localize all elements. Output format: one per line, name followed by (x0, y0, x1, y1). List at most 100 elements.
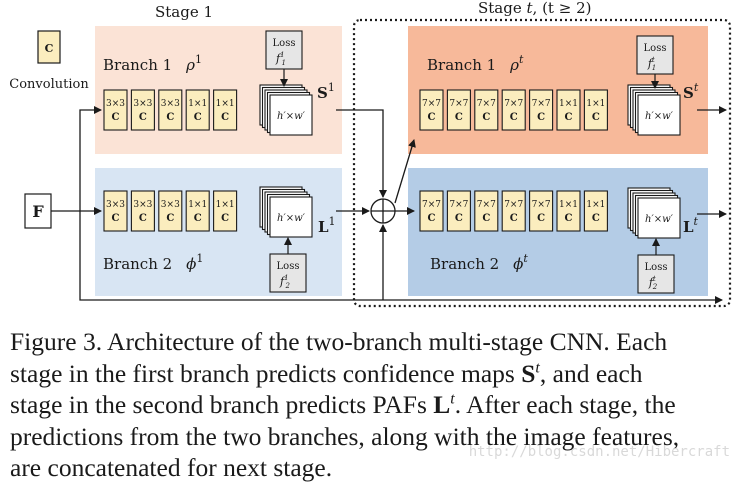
conv-kernel-label: 7×7 (477, 99, 496, 109)
staget-paf-stack: h′×w′ (627, 187, 681, 239)
stage1-branch2-conv-block: 1×1C (213, 190, 238, 232)
conv-kernel-label: 1×1 (216, 99, 235, 109)
map-size-label: h′×w′ (645, 214, 674, 225)
conv-kernel-label: 3×3 (161, 99, 180, 109)
stage1-branch1-conv-block: 3×3C (158, 89, 183, 131)
conv-letter: C (428, 112, 436, 123)
stage1-branch1-conv-block: 3×3C (103, 89, 128, 131)
staget-branch2-conv-block: 7×7C (419, 190, 444, 232)
conv-kernel-label: 3×3 (133, 200, 152, 210)
conv-letter: C (510, 213, 518, 224)
conv-letter: C (194, 112, 202, 123)
staget-branch2-conv-block: 7×7C (446, 190, 471, 232)
concat-node (370, 198, 396, 224)
stage1-output-s: S1 (317, 81, 335, 102)
legend-label: Convolution (9, 77, 89, 92)
stage1-branch2-conv-blocks: 3×3C3×3C3×3C1×1C1×1C (103, 190, 238, 232)
conv-kernel-label: 7×7 (504, 99, 523, 109)
map-size-label: h′×w′ (277, 213, 306, 224)
conv-letter: C (139, 112, 147, 123)
map-size-label: h′×w′ (277, 111, 306, 122)
input-features-label: F (32, 202, 44, 221)
staget-branch1-conv-block: 1×1C (583, 89, 608, 131)
staget-confidence-map-stack: h′×w′ (627, 84, 681, 136)
conv-letter: C (592, 112, 600, 123)
conv-letter: C (455, 213, 463, 224)
caption-line-2: stage in the first branch predicts confi… (10, 358, 643, 388)
conv-kernel-label: 7×7 (422, 200, 441, 210)
conv-kernel-label: 7×7 (449, 200, 468, 210)
staget-branch1-conv-block: 7×7C (446, 89, 471, 131)
legend-convolution: C Convolution (9, 30, 89, 92)
stage1-branch2-conv-block: 3×3C (103, 190, 128, 232)
caption-line-5: are concatenated for next stage. (10, 453, 333, 482)
caption-line-1: Figure 3. Architecture of the two-branch… (10, 327, 668, 356)
legend-swatch (37, 30, 61, 64)
staget-branch2-conv-block: 7×7C (501, 190, 526, 232)
loss-label: Loss (645, 262, 668, 273)
stage1-branch1-conv-block: 1×1C (185, 89, 210, 131)
conv-kernel-label: 1×1 (216, 200, 235, 210)
conv-letter: C (510, 112, 518, 123)
conv-kernel-label: 7×7 (422, 99, 441, 109)
stage1-confidence-map-stack: h′×w′ (259, 84, 313, 136)
stage1-branch1-conv-block: 1×1C (213, 89, 238, 131)
staget-branch2-conv-block: 7×7C (474, 190, 499, 232)
conv-kernel-label: 7×7 (477, 200, 496, 210)
loss-label: Loss (277, 261, 300, 272)
conv-kernel-label: 1×1 (586, 200, 605, 210)
legend-letter: C (45, 42, 54, 55)
conv-letter: C (537, 112, 545, 123)
staget-branch1-conv-block: 7×7C (474, 89, 499, 131)
conv-kernel-label: 1×1 (188, 200, 207, 210)
architecture-diagram: Stage 1 Stage t, (t ≥ 2) C Convolution F… (9, 0, 732, 308)
staget-branch2-conv-block: 1×1C (583, 190, 608, 232)
conv-kernel-label: 1×1 (188, 99, 207, 109)
stage1-output-l: L1 (318, 215, 336, 236)
stage1-paf-layer (269, 196, 313, 238)
stage1-branch2-conv-block: 1×1C (185, 190, 210, 232)
conv-letter: C (482, 112, 490, 123)
conv-letter: C (455, 112, 463, 123)
watermark: http://blog.csdn.net/Hibercraft (468, 444, 730, 460)
conv-letter: C (139, 213, 147, 224)
staget-branch1-conv-block: 1×1C (556, 89, 581, 131)
stage1-confidence-map-layer (269, 94, 313, 136)
staget-branch1-conv-blocks: 7×7C7×7C7×7C7×7C7×7C1×1C1×1C (419, 89, 608, 131)
stage1-paf-stack: h′×w′ (259, 186, 313, 238)
conv-kernel-label: 1×1 (586, 99, 605, 109)
stage1-branch2-conv-block: 3×3C (158, 190, 183, 232)
staget-output-s: St (683, 81, 699, 102)
conv-kernel-label: 1×1 (559, 200, 578, 210)
stage1-title: Stage 1 (155, 3, 213, 21)
conv-letter: C (166, 112, 174, 123)
conv-letter: C (565, 112, 573, 123)
stage1-branch2-conv-block: 3×3C (130, 190, 155, 232)
stage1-branch1-conv-blocks: 3×3C3×3C3×3C1×1C1×1C (103, 89, 238, 131)
conv-letter: C (221, 112, 229, 123)
staget-paf-layer (637, 197, 681, 239)
staget-branch1-conv-block: 7×7C (501, 89, 526, 131)
staget-branch2-conv-block: 1×1C (556, 190, 581, 232)
staget-title: Stage t, (t ≥ 2) (478, 0, 591, 17)
conv-letter: C (565, 213, 573, 224)
staget-branch1-conv-block: 7×7C (529, 89, 554, 131)
map-size-label: h′×w′ (645, 111, 674, 122)
conv-letter: C (428, 213, 436, 224)
conv-letter: C (112, 213, 120, 224)
conv-letter: C (194, 213, 202, 224)
conv-letter: C (482, 213, 490, 224)
connections (51, 106, 727, 304)
conv-letter: C (221, 213, 229, 224)
conv-kernel-label: 3×3 (161, 200, 180, 210)
